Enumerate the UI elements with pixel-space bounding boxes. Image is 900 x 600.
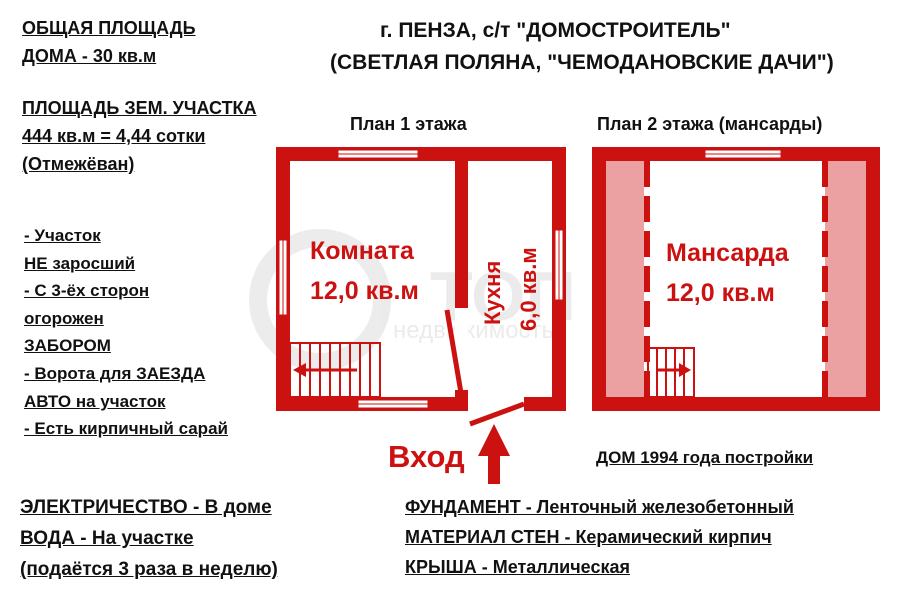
- watermark: ТОП недвижимость: [249, 229, 576, 371]
- kitchen-label-group: Кухня: [480, 261, 505, 325]
- house-specs-list: ФУНДАМЕНТ - Ленточный железобетонный МАТ…: [405, 492, 794, 582]
- place-title: (СВЕТЛАЯ ПОЛЯНА, "ЧЕМОДАНОВСКИЕ ДАЧИ"): [330, 51, 834, 74]
- floor1-top-wall: [276, 147, 566, 161]
- floor1-title: План 1 этажа: [350, 114, 467, 134]
- plot-survey-note: (Отмежёван): [22, 154, 135, 174]
- entrance-door-leaf: [469, 401, 525, 427]
- entrance-arrow-icon: [478, 424, 510, 484]
- kitchen-door-leaf: [444, 309, 464, 394]
- feature-line: ЗАБОРОМ: [24, 336, 111, 356]
- floor2-right-wall: [866, 147, 880, 411]
- attic-area: 12,0 кв.м: [666, 279, 775, 307]
- plot-area-value: 444 кв.м = 4,44 сотки: [22, 126, 206, 146]
- watermark-tagline: недвижимость: [393, 317, 554, 344]
- plot-area-label: ПЛОЩАДЬ ЗЕМ. УЧАСТКА: [22, 98, 257, 118]
- floor2-left-wall: [592, 147, 606, 411]
- utilities-list: ЭЛЕКТРИЧЕСТВО - В доме ВОДА - На участке…: [20, 492, 278, 585]
- room-name: Комната: [310, 237, 415, 265]
- spec-line: ФУНДАМЕНТ - Ленточный железобетонный: [405, 497, 794, 517]
- house-year: ДОМ 1994 года постройки: [596, 448, 814, 467]
- kitchen-area-group: 6,0 кв.м: [516, 247, 541, 331]
- feature-line: огорожен: [24, 308, 104, 328]
- spec-line: МАТЕРИАЛ СТЕН - Керамический кирпич: [405, 527, 772, 547]
- feature-line: НЕ заросший: [24, 253, 136, 273]
- feature-line: - С 3-ёх сторон: [24, 281, 150, 301]
- house-area-value: ДОМА - 30 кв.м: [22, 46, 157, 66]
- floor1-stair-arrow-icon: [293, 363, 357, 377]
- attic-left-slope: [606, 161, 644, 397]
- feature-line: АВТО на участок: [24, 391, 166, 411]
- floor2-staircase: [647, 347, 695, 398]
- floor2-bottom-wall: [592, 397, 880, 411]
- spec-line: КРЫША - Металлическая: [405, 557, 630, 577]
- kitchen-area: 6,0 кв.м: [516, 247, 541, 331]
- watermark-brand: ТОП: [430, 257, 576, 335]
- entrance-label: Вход: [388, 439, 465, 474]
- floor1-windows: [278, 149, 564, 409]
- utility-line: (подаётся 3 раза в неделю): [20, 559, 278, 580]
- attic-right-slope: [825, 161, 866, 397]
- kitchen-name: Кухня: [480, 261, 505, 325]
- attic-name: Мансарда: [666, 239, 790, 267]
- floor1-staircase: [289, 342, 381, 398]
- feature-line: - Участок: [24, 226, 101, 245]
- house-area-label: ОБЩАЯ ПЛОЩАДЬ: [22, 18, 196, 38]
- city-title: г. ПЕНЗА, с/т "ДОМОСТРОИТЕЛЬ": [380, 19, 731, 42]
- features-list: - Участок НЕ заросший - С 3-ёх сторон ог…: [24, 222, 228, 443]
- floor2-stair-arrow-icon: [656, 363, 691, 377]
- feature-line: - Ворота для ЗАЕЗДА: [24, 363, 206, 383]
- floor2-plan: [592, 147, 880, 411]
- floor2-title: План 2 этажа (мансарды): [597, 114, 823, 134]
- utility-line: ЭЛЕКТРИЧЕСТВО - В доме: [20, 497, 272, 518]
- floor1-bottom-wall-right: [524, 397, 566, 411]
- feature-line: - Есть кирпичный сарай: [24, 419, 228, 439]
- utility-line: ВОДА - На участке: [20, 528, 194, 549]
- room-area: 12,0 кв.м: [310, 277, 419, 305]
